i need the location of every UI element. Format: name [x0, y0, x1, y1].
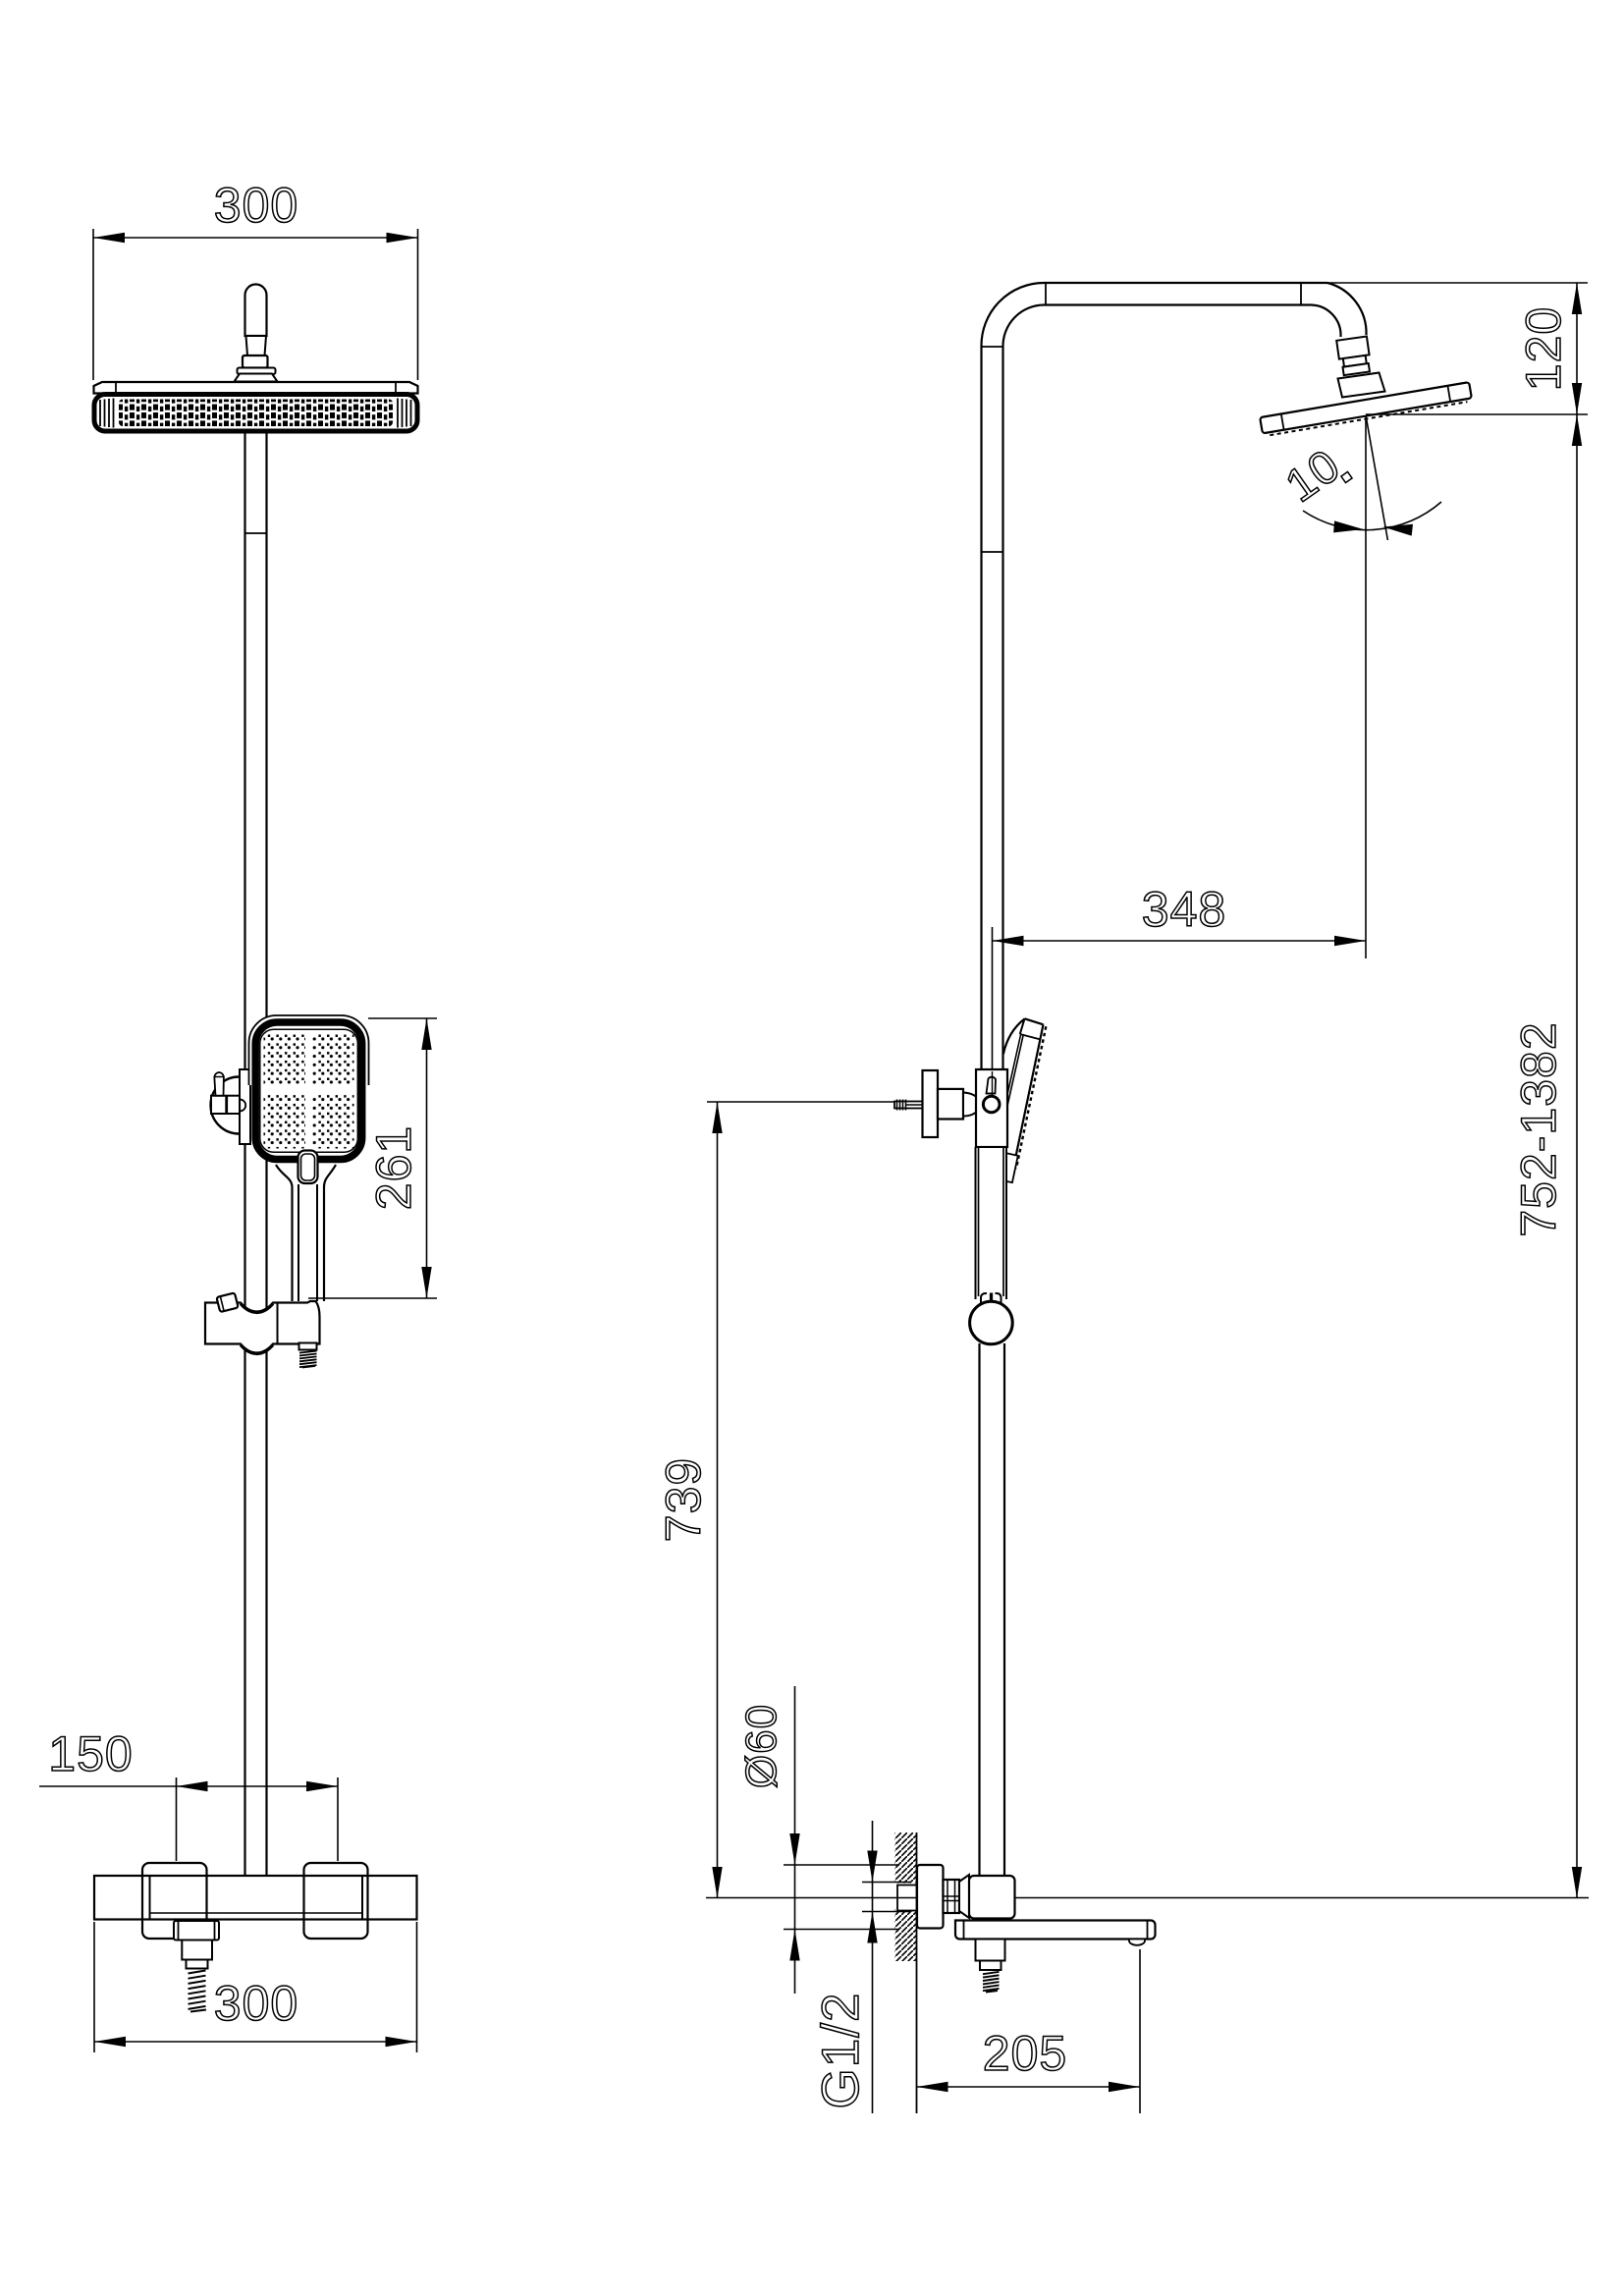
svg-text:739: 739 — [656, 1457, 711, 1542]
svg-text:G1/2: G1/2 — [812, 1993, 870, 2109]
svg-text:150: 150 — [48, 1726, 133, 1781]
svg-text:300: 300 — [214, 1976, 298, 2031]
svg-text:348: 348 — [1142, 882, 1226, 937]
svg-text:10: 10 — [1275, 438, 1349, 512]
svg-text:300: 300 — [214, 178, 298, 233]
svg-text:752-1382: 752-1382 — [1511, 1021, 1566, 1236]
svg-text:Ø60: Ø60 — [737, 1704, 785, 1788]
svg-text:120: 120 — [1516, 306, 1571, 391]
svg-text:205: 205 — [983, 2026, 1067, 2081]
svg-text:261: 261 — [366, 1125, 421, 1210]
